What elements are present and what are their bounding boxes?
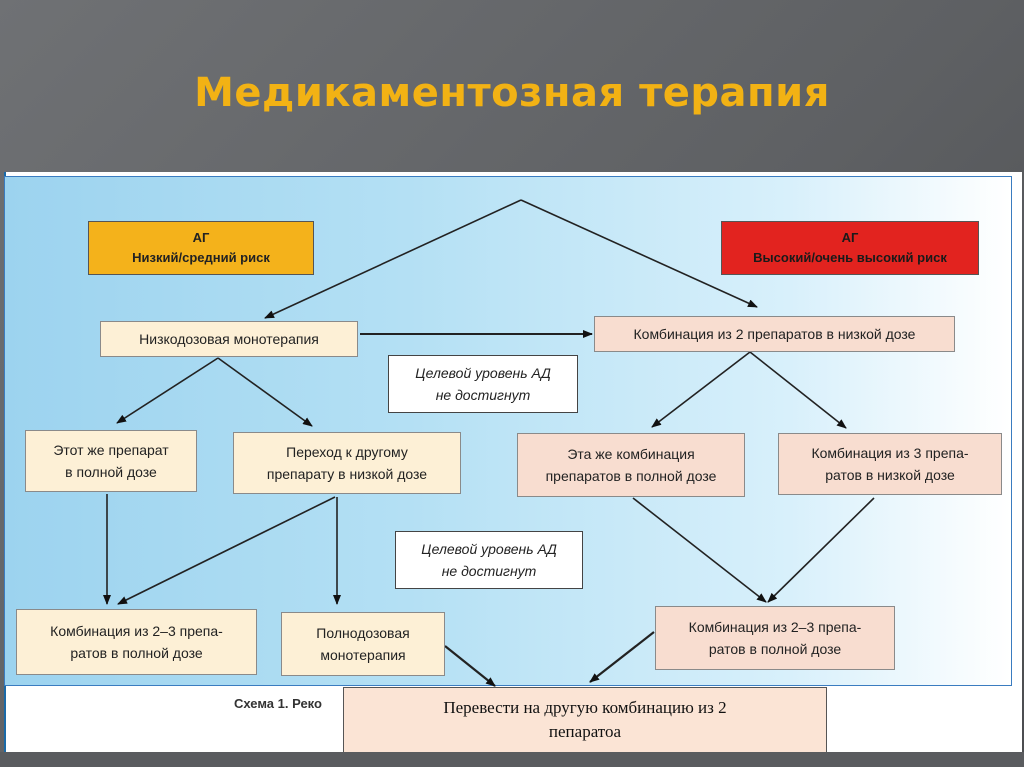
full-dose-mono-line2: монотерапия (320, 647, 406, 663)
figure-caption: Схема 1. Реко (234, 696, 322, 711)
arrow-switch-to-combo-full (117, 496, 336, 605)
arrow-root-to-left (264, 199, 522, 319)
combo-three-low-line2: ратов в низкой дозе (825, 467, 955, 483)
switch-drug-low-box: Переход к другому препарату в низкой дозе (233, 432, 461, 494)
arrow-root-to-right (520, 199, 758, 308)
full-dose-mono-line1: Полнодозовая (316, 625, 410, 641)
bottom-bar (0, 752, 1024, 767)
low-risk-line2: Низкий/средний риск (132, 250, 270, 265)
arrow-mono-to-switch (217, 357, 313, 427)
arrow-full-mono-to-final (444, 645, 496, 687)
target-not-reached-box-1: Целевой уровень АД не достигнут (388, 355, 578, 413)
target-not-reached-1-line1: Целевой уровень АД (415, 365, 551, 381)
target-not-reached-2-line1: Целевой уровень АД (421, 541, 557, 557)
same-drug-full-line2: в полной дозе (65, 464, 157, 480)
high-risk-box: АГ Высокий/очень высокий риск (721, 221, 979, 275)
final-recommendation-box: Перевести на другую комбинацию из 2 пепар… (343, 687, 827, 753)
target-not-reached-2-line2: не достигнут (441, 563, 537, 579)
combo-two-low-label: Комбинация из 2 препаратов в низкой дозе (633, 326, 916, 342)
full-dose-mono-box: Полнодозовая монотерапия (281, 612, 445, 676)
same-combo-full-box: Эта же комбинация препаратов в полной доз… (517, 433, 745, 497)
same-drug-full-line1: Этот же препарат (53, 442, 169, 458)
combo-2-3-full-left-box: Комбинация из 2–3 препа-ратов в полной д… (16, 609, 257, 675)
switch-drug-low-line2: препарату в низкой дозе (266, 466, 428, 482)
final-line1: Перевести на другую комбинацию из 2 (443, 698, 727, 717)
slide-title: Медикаментозная терапия (194, 70, 830, 116)
low-dose-mono-box: Низкодозовая монотерапия (100, 321, 358, 357)
combo-three-low-line1: Комбинация из 3 препа- (811, 445, 969, 461)
low-dose-mono-label: Низкодозовая монотерапия (139, 331, 319, 347)
high-risk-line2: Высокий/очень высокий риск (753, 250, 947, 265)
arrow-right-full-to-final (589, 631, 655, 683)
same-combo-full-line1: Эта же комбинация (567, 446, 695, 462)
same-combo-full-line2: препаратов в полной дозе (545, 468, 717, 484)
arrow-combo-to-three (749, 351, 847, 429)
same-drug-full-box: Этот же препарат в полной дозе (25, 430, 197, 492)
arrow-mono-to-same-drug (116, 357, 219, 424)
combo-2-3-full-right-line1: Комбинация из 2–3 препа- (688, 619, 862, 635)
target-not-reached-1-line2: не достигнут (435, 387, 531, 403)
combo-three-low-box: Комбинация из 3 препа-ратов в низкой доз… (778, 433, 1002, 495)
combo-two-low-box: Комбинация из 2 препаратов в низкой дозе (594, 316, 955, 352)
combo-2-3-full-left-line1: Комбинация из 2–3 препа- (50, 623, 223, 639)
switch-drug-low-line1: Переход к другому (286, 444, 408, 460)
low-risk-box: АГ Низкий/средний риск (88, 221, 314, 275)
combo-2-3-full-right-line2: ратов в полной дозе (708, 641, 842, 657)
arrow-three-to-right-full (767, 497, 875, 603)
target-not-reached-box-2: Целевой уровень АД не достигнут (395, 531, 583, 589)
final-line2: пепаратоа (548, 722, 622, 741)
combo-2-3-full-right-box: Комбинация из 2–3 препа-ратов в полной д… (655, 606, 895, 670)
high-risk-line1: АГ (841, 230, 859, 245)
combo-2-3-full-left-line2: ратов в полной дозе (70, 645, 203, 661)
arrow-combo-to-same-combo (651, 351, 751, 428)
arrow-same-combo-to-right-full (632, 497, 767, 603)
low-risk-line1: АГ (192, 230, 210, 245)
